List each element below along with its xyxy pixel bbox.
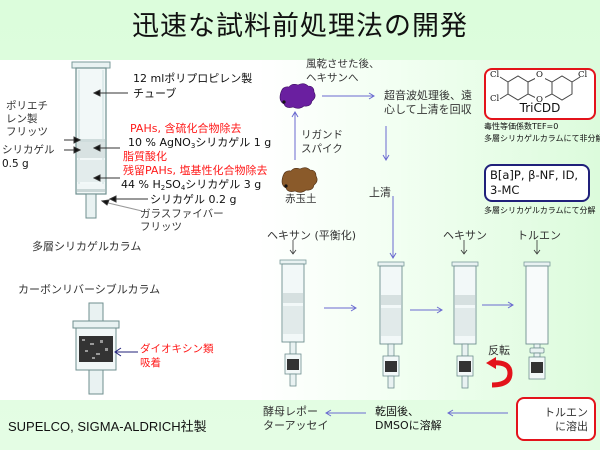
silica-bottom-layer [77, 184, 105, 189]
invert-label: 反転 [488, 344, 510, 357]
ligand-spike-line2: スパイク [301, 143, 343, 155]
manufacturer-footer: SUPELCO, SIGMA-ALDRICH社製 [8, 419, 207, 434]
dioxin-label-line2: 吸着 [140, 357, 161, 369]
silica-left-line2: 0.5 g [2, 158, 29, 170]
pahs-removal-label: PAHs, 含硫化合物除去 [130, 122, 242, 135]
bap-note: 多層シリカゲルカラムにて分解 [484, 206, 596, 215]
column-step-1 [279, 259, 307, 387]
tricdd-note-line2: 多層シリカゲルカラムにて非分解 [484, 134, 600, 143]
invert-arrow-icon [486, 357, 513, 388]
tube-label-line1: 12 mlポリプロピレン製 [133, 72, 253, 85]
cl-atom: Cl [490, 94, 500, 104]
tricdd-box: Cl Cl Cl O O TriCDD [484, 68, 596, 120]
tricdd-note-line1: 毒性等価係数TEF=0 [484, 122, 559, 131]
bap-line2: 3-MC [490, 183, 520, 197]
tricdd-structure [499, 71, 581, 105]
frit-label-line1: ポリエチ [6, 100, 48, 112]
hexane-label: ヘキサン [443, 229, 487, 242]
yeast-assay-line2: ターアッセイ [263, 419, 329, 432]
h2so4-layer-label: 44 % H2SO4シリカゲル 3 g [121, 178, 262, 192]
residual-removal-label: 残留PAHs, 塩基性化合物除去 [123, 164, 268, 177]
red-soil-label: 赤玉土 [285, 193, 317, 205]
toluene-elute-line2: に溶出 [555, 420, 588, 433]
glass-frit-line2: フリッツ [140, 221, 182, 233]
air-dry-line1: 風乾させた後、 [306, 58, 380, 70]
oxygen-atom: O [536, 95, 543, 105]
multilayer-silica-column [71, 61, 111, 219]
polyethylene-frit-top [77, 139, 105, 142]
yeast-assay-line1: 酵母レポー [263, 405, 318, 418]
supernatant-label: 上清 [369, 186, 391, 199]
cl-atom: Cl [578, 70, 588, 80]
toluene-label: トルエン [517, 229, 561, 242]
toluene-elute-box: トルエン に溶出 [516, 397, 596, 441]
silica-left-line1: シリカゲル [2, 144, 55, 156]
dry-dmso-line1: 乾固後、 [375, 405, 419, 418]
left-panel [0, 60, 258, 400]
ultrasonic-line1: 超音波処理後、遠 [384, 89, 472, 102]
glass-frit-line1: ガラスファイバー [140, 208, 224, 220]
frit-label-line2: レン製 [6, 113, 38, 125]
frit-label-line3: フリッツ [6, 126, 48, 138]
purple-soil-icon [279, 83, 316, 109]
column-step-4 [523, 261, 551, 380]
column-step-3 [451, 261, 479, 389]
hexane-equilibration-label: ヘキサン (平衡化) [267, 229, 357, 242]
silica-bottom-label: シリカゲル 0.2 g [150, 193, 237, 206]
lipid-oxidation-label: 脂質酸化 [123, 150, 167, 163]
oxygen-atom: O [536, 70, 543, 80]
toluene-elute-line1: トルエン [544, 406, 588, 419]
bap-line1: B[a]P, β-NF, ID, [490, 168, 579, 182]
glass-frit [77, 189, 105, 192]
ligand-spike-line1: リガンド [301, 129, 343, 141]
tube-label-line2: チューブ [133, 87, 177, 100]
cl-atom: Cl [490, 70, 500, 80]
column-step-2 [377, 261, 405, 389]
bap-box: B[a]P, β-NF, ID, 3-MC [484, 164, 590, 202]
column-arrows [64, 89, 148, 212]
dioxin-arrow [114, 347, 138, 357]
air-dry-line2: ヘキサンへ [306, 72, 359, 84]
carbon-column-caption: カーボンリバーシブルカラム [18, 283, 161, 296]
carbon-reversible-column [72, 302, 120, 395]
multilayer-column-caption: 多層シリカゲルカラム [32, 240, 142, 253]
page-title: 迅速な試料前処理法の開発 [132, 11, 468, 42]
agno3-layer-label: 10 % AgNO3シリカゲル 1 g [128, 136, 272, 150]
ultrasonic-line2: 心して上清を回収 [384, 103, 472, 116]
brown-soil-icon [281, 167, 318, 193]
column-tip [85, 193, 97, 219]
dry-dmso-line2: DMSOに溶解 [375, 419, 442, 432]
tricdd-name: TriCDD [519, 101, 561, 115]
dioxin-label-line1: ダイオキシン類 [140, 343, 214, 355]
